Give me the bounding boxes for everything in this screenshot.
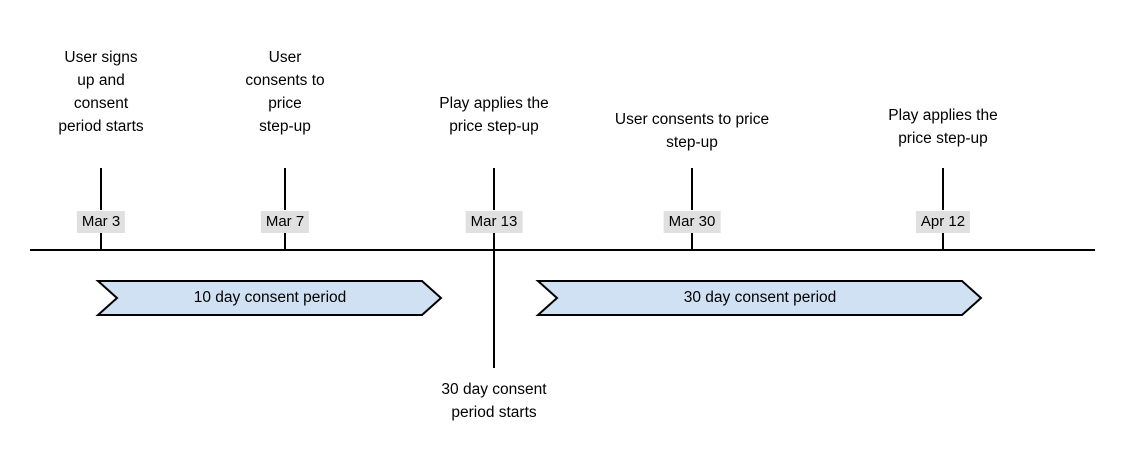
event-caption-mar-13: Play applies the price step-up (439, 95, 549, 135)
event-caption-apr-12: Play applies the price step-up (888, 107, 998, 147)
event-caption-mar-7: User consents to price step-up (245, 49, 325, 135)
chevron-banner-shape-30-day (535, 280, 983, 316)
tick-upper-apr-12 (942, 168, 944, 210)
date-chip-mar-3: Mar 3 (76, 211, 126, 233)
event-caption-below-mar-13: 30 day consent period starts (441, 381, 547, 421)
tick-upper-mar-7 (284, 168, 286, 210)
timeline-axis (30, 249, 1095, 251)
date-chip-mar-7: Mar 7 (260, 211, 310, 233)
tick-upper-mar-13 (493, 168, 495, 210)
date-chip-mar-30: Mar 30 (663, 211, 721, 233)
date-chip-apr-12: Apr 12 (915, 211, 971, 233)
consent-period-banner-30-day: 30 day consent period (535, 280, 983, 316)
tick-upper-mar-3 (100, 168, 102, 210)
tick-lower-mar-3 (100, 228, 102, 250)
tick-upper-mar-30 (691, 168, 693, 210)
chevron-banner-shape-10-day (95, 280, 443, 316)
event-caption-mar-3: User signs up and consent period starts (58, 49, 144, 135)
tick-lower-mar-7 (284, 228, 286, 250)
consent-period-banner-10-day: 10 day consent period (95, 280, 443, 316)
date-chip-mar-13: Mar 13 (465, 211, 523, 233)
event-caption-mar-30: User consents to price step-up (614, 111, 770, 151)
tick-lower-apr-12 (942, 228, 944, 250)
tick-through-mar-13 (493, 228, 495, 368)
tick-lower-mar-30 (691, 228, 693, 250)
